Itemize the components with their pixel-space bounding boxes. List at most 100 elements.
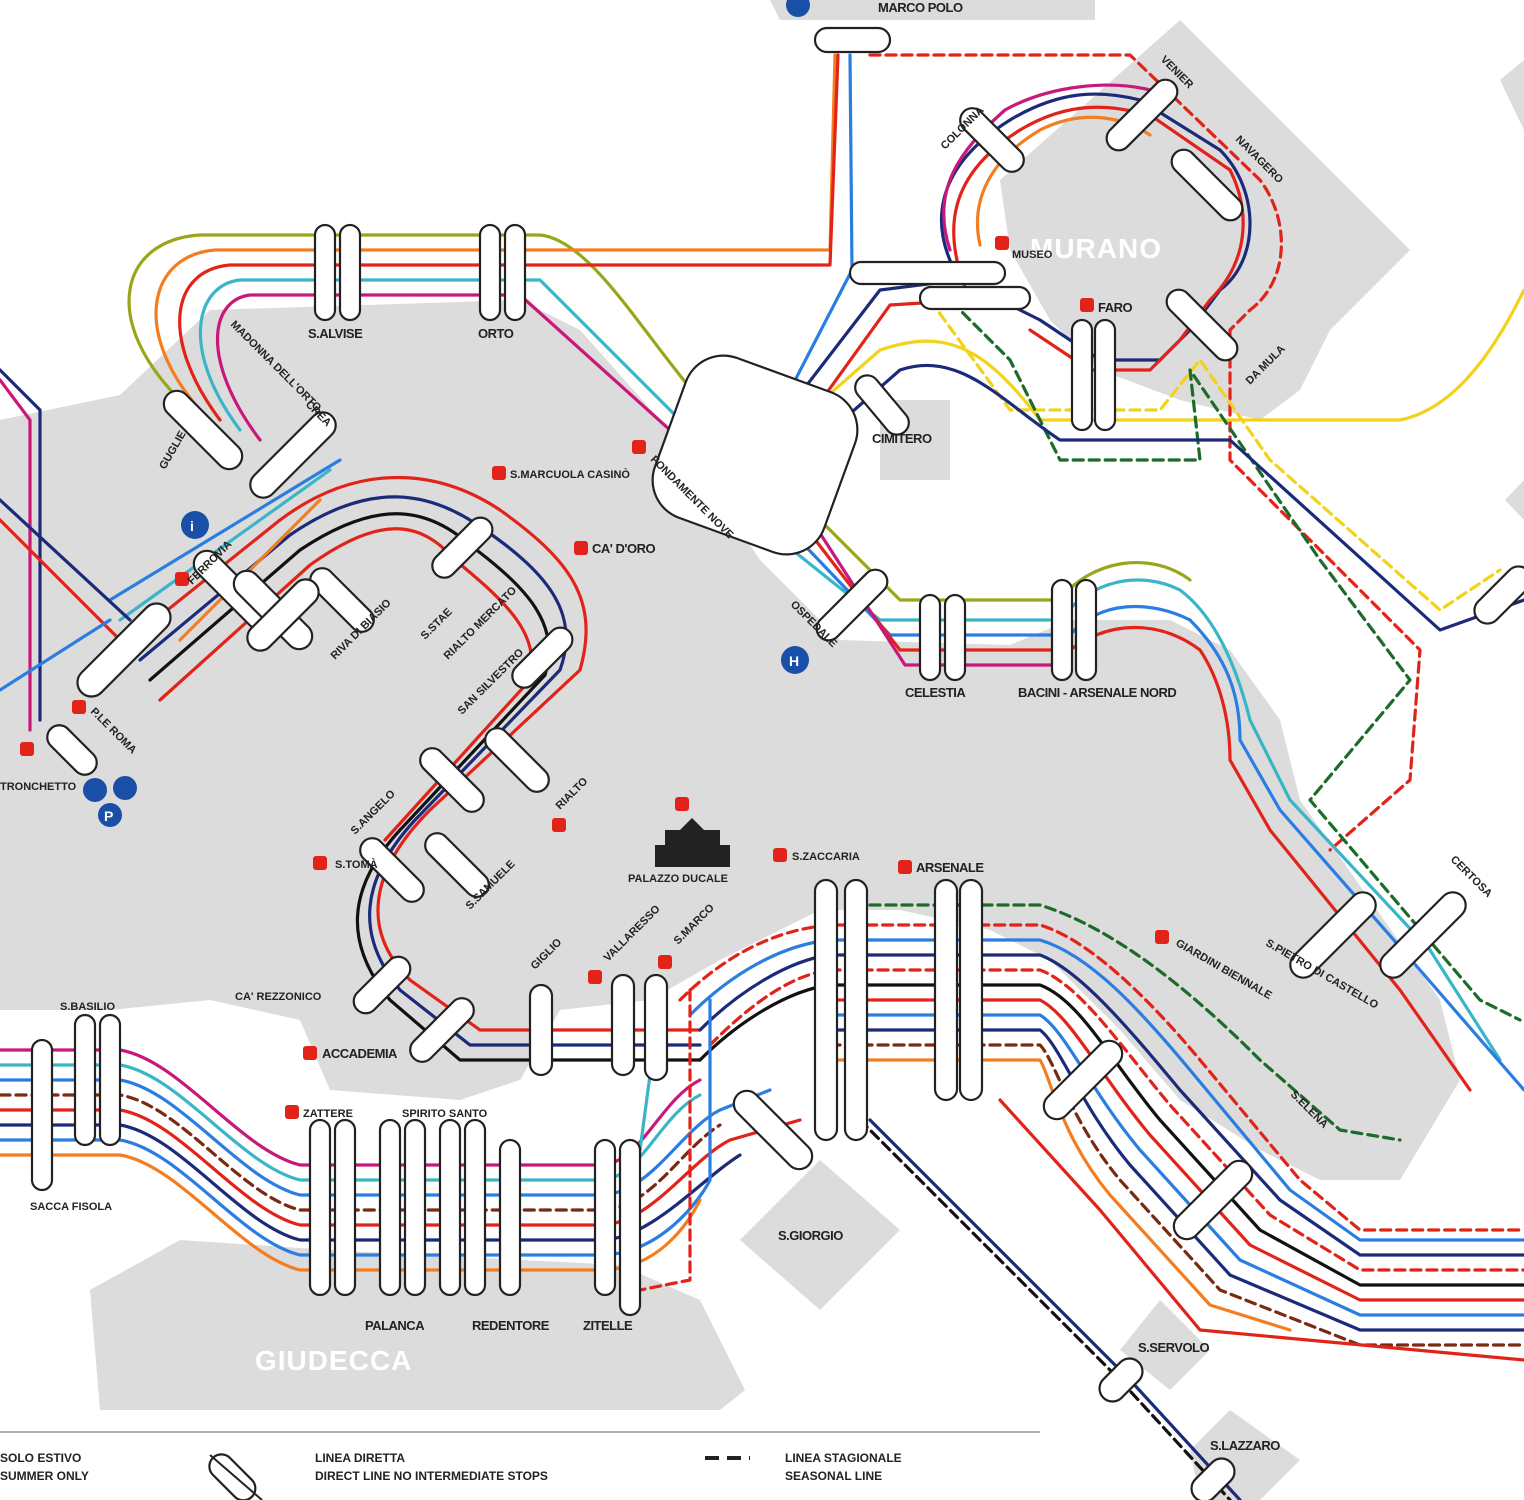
stop-marker-venier[interactable] bbox=[1102, 75, 1183, 156]
red-square-s-marco bbox=[658, 955, 672, 969]
stop-marker-ca-rezzonico[interactable] bbox=[349, 952, 415, 1018]
stop-marker-s-basilio-2[interactable] bbox=[98, 1013, 122, 1147]
stop-marker-museo-1[interactable] bbox=[848, 260, 1007, 286]
label-redentore: REDENTORE bbox=[472, 1318, 550, 1333]
red-square-p-roma bbox=[72, 700, 86, 714]
stop-marker-riva-biasio[interactable] bbox=[242, 574, 324, 656]
stop-marker-zattere-2[interactable] bbox=[333, 1118, 357, 1297]
stop-marker-marco-polo[interactable] bbox=[813, 26, 892, 54]
line-red-dash-murano bbox=[868, 53, 1422, 852]
label-marco-polo: MARCO POLO bbox=[878, 0, 963, 15]
legend-item2-line1: LINEA DIRETTA bbox=[315, 1451, 405, 1465]
line-navy-west2 bbox=[0, 498, 132, 622]
land-murano bbox=[1000, 20, 1410, 420]
label-zitelle: ZITELLE bbox=[583, 1318, 633, 1333]
line-black-grand bbox=[148, 512, 702, 1062]
stop-marker-s-zaccaria-2[interactable] bbox=[843, 878, 869, 1142]
line-olive-north bbox=[127, 233, 702, 402]
stop-marker-rialto-2[interactable] bbox=[415, 743, 489, 817]
line-cyan-north bbox=[198, 278, 682, 432]
stop-marker-s-pietro[interactable] bbox=[1285, 887, 1381, 983]
line-darkgreen-bacino bbox=[868, 903, 1402, 1142]
stop-marker-colonna[interactable] bbox=[955, 103, 1029, 177]
stop-marker-redentore-1[interactable] bbox=[438, 1118, 462, 1297]
label-s-basilio: S.BASILIO bbox=[60, 1001, 115, 1013]
line-cyan-west bbox=[118, 468, 332, 622]
stop-marker-s-marco[interactable] bbox=[643, 973, 669, 1082]
label-cimitero: CIMITERO bbox=[872, 431, 932, 446]
stop-marker-rialto-1[interactable] bbox=[480, 723, 554, 797]
stop-marker-zitelle-1[interactable] bbox=[498, 1138, 522, 1297]
stop-marker-fondamente-nove[interactable] bbox=[641, 344, 868, 565]
stop-marker-crea[interactable] bbox=[245, 407, 341, 503]
stop-marker-s-giorgio[interactable] bbox=[728, 1085, 817, 1174]
legend: SOLO ESTIVO SUMMER ONLY LINEA DIRETTA DI… bbox=[0, 1431, 1040, 1500]
stop-marker-arsenale-2[interactable] bbox=[958, 878, 984, 1102]
stop-marker-da-mula[interactable] bbox=[1162, 285, 1243, 366]
stop-marker-s-alvise-2[interactable] bbox=[338, 223, 362, 322]
stop-marker-redentore-2[interactable] bbox=[463, 1118, 487, 1297]
stop-marker-celestia-1[interactable] bbox=[918, 593, 942, 682]
stop-marker-celestia-2[interactable] bbox=[943, 593, 967, 682]
stop-marker-s-basilio-1[interactable] bbox=[73, 1013, 97, 1147]
stop-marker-zitelle-2[interactable] bbox=[593, 1138, 617, 1297]
stop-marker-giardini[interactable] bbox=[1038, 1035, 1127, 1124]
stop-marker-s-lazzaro[interactable] bbox=[1186, 1453, 1240, 1500]
stop-marker-bacini-2[interactable] bbox=[1074, 578, 1098, 682]
stop-marker-cimitero[interactable] bbox=[850, 370, 913, 439]
stop-marker-arsenale-1[interactable] bbox=[933, 878, 959, 1102]
stop-marker-ospedale[interactable] bbox=[812, 565, 893, 646]
line-red-grand bbox=[128, 475, 702, 1032]
stop-marker-tronchetto[interactable] bbox=[42, 720, 101, 779]
svg-text:H: H bbox=[789, 653, 799, 669]
line-yellow-dash bbox=[928, 298, 1502, 612]
stop-marker-accademia[interactable] bbox=[405, 993, 479, 1067]
line-magenta-giud bbox=[0, 1048, 702, 1167]
stop-marker-s-marcuola[interactable] bbox=[427, 513, 497, 583]
stop-marker-piazzale-roma[interactable] bbox=[72, 598, 177, 703]
stop-marker-faro-1[interactable] bbox=[1070, 318, 1094, 432]
line-blue2-giud bbox=[0, 998, 712, 1257]
stop-marker-navagero[interactable] bbox=[1167, 145, 1248, 226]
stop-marker-s-stae[interactable] bbox=[305, 563, 379, 637]
stop-marker-s-zaccaria-1[interactable] bbox=[813, 878, 839, 1142]
line-red-dash-giud bbox=[638, 988, 692, 1292]
stop-marker-zitelle-3[interactable] bbox=[618, 1138, 642, 1317]
stop-marker-zattere-1[interactable] bbox=[308, 1118, 332, 1297]
stop-marker-s-servolo[interactable] bbox=[1094, 1353, 1148, 1407]
red-square-faro bbox=[1080, 298, 1094, 312]
stop-marker-bacini-1[interactable] bbox=[1050, 578, 1074, 682]
stop-marker-faro-2[interactable] bbox=[1093, 318, 1117, 432]
stop-marker-certosa[interactable] bbox=[1375, 887, 1471, 983]
label-sacca-fisola: SACCA FISOLA bbox=[30, 1201, 112, 1213]
line-red-giud bbox=[0, 1108, 802, 1227]
red-square-ferrovia bbox=[175, 572, 189, 586]
stop-marker-guglie[interactable] bbox=[158, 385, 247, 474]
red-square-arsenale bbox=[898, 860, 912, 874]
line-blue-bacino bbox=[688, 938, 1524, 1242]
stop-marker-s-samuele[interactable] bbox=[420, 828, 494, 902]
stop-marker-giglio[interactable] bbox=[528, 983, 554, 1077]
line-navy-bacino bbox=[698, 953, 1524, 1257]
parking-icon bbox=[98, 803, 122, 827]
red-stop-squares bbox=[20, 236, 1169, 1119]
stop-marker-orto-2[interactable] bbox=[503, 223, 527, 322]
stop-marker-s-alvise-1[interactable] bbox=[313, 223, 337, 322]
red-square-giglio bbox=[588, 970, 602, 984]
stop-marker-s-toma[interactable] bbox=[355, 833, 429, 907]
line-orange-giud bbox=[0, 1153, 702, 1272]
red-square-accademia bbox=[303, 1046, 317, 1060]
stop-marker-palanca-1[interactable] bbox=[378, 1118, 402, 1297]
stop-marker-vallaresso[interactable] bbox=[610, 973, 636, 1077]
stop-marker-orto-1[interactable] bbox=[478, 223, 502, 322]
stop-marker-s-elena[interactable] bbox=[1168, 1155, 1257, 1244]
land-giudecca bbox=[90, 1240, 745, 1410]
line-cyan-giud bbox=[0, 1063, 702, 1182]
label-s-servolo: S.SERVOLO bbox=[1138, 1340, 1210, 1355]
stop-marker-ca-doro[interactable] bbox=[507, 623, 577, 693]
stop-marker-lido-edge[interactable] bbox=[1469, 561, 1524, 629]
stop-marker-museo-2[interactable] bbox=[918, 285, 1032, 311]
stop-marker-palanca-2[interactable] bbox=[403, 1118, 427, 1297]
stop-marker-sacca-fisola[interactable] bbox=[30, 1038, 54, 1192]
